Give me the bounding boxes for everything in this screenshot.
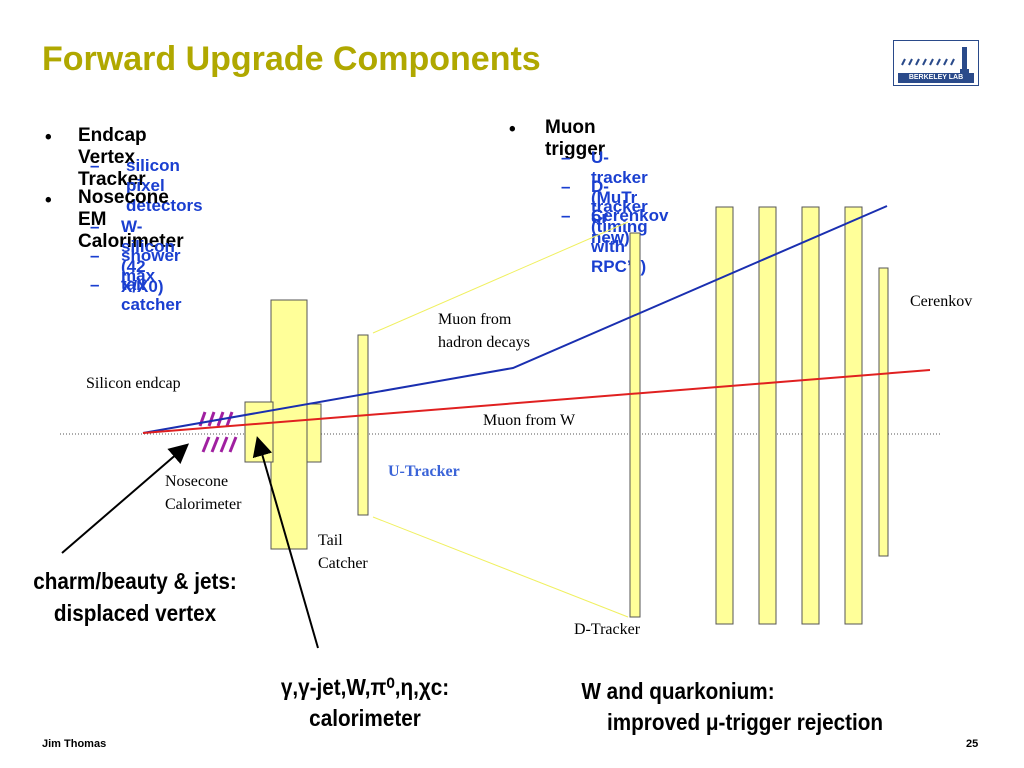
label-cerenkov: Cerenkov [910,293,973,310]
label-silicon-endcap: Silicon endcap [86,375,181,392]
muon-hadron-track [142,205,888,434]
dash-marker: – [561,206,571,225]
callout-w-line2: improved μ-trigger rejection [606,709,884,735]
u-tracker-plane [357,334,369,516]
logo-text: BERKELEY LAB [898,73,974,83]
page-title: Forward Upgrade Components [42,40,541,78]
d-tracker-plane-5 [844,206,863,625]
bullet-marker: • [45,190,52,211]
callout-gamma-line2: calorimeter [309,705,421,731]
d-tracker-plane-3 [758,206,777,625]
muon-w-track [142,369,931,434]
cerenkov-plane [878,267,889,557]
callout-w-line1: W and quarkonium: [581,678,775,704]
dash-marker: – [90,156,100,175]
dash-marker: – [561,148,571,167]
calorimeter-arrow [252,436,319,649]
sub-tail-catcher: tail catcher [121,275,182,314]
sub-u-tracker: U-tracker (MuTr or new) [591,148,648,247]
sub-shower-max: shower max [121,246,181,285]
callout-gamma-line1: γ,γ-jet,W,π⁰,η,χc: [280,674,450,700]
bullet-marker: • [509,119,516,140]
sub-d-tracker: D-tracker (timing with RPC’s) [591,177,648,276]
callout-charm-line1: charm/beauty & jets: [33,568,237,594]
label-nosecone-2: Calorimeter [165,496,242,513]
label-muon-w: Muon from W [483,412,576,429]
d-tracker-plane-4 [801,206,820,625]
bullet-endcap-vertex-tracker: Endcap Vertex Tracker [78,125,147,190]
callout-charm-line2: displaced vertex [53,600,217,626]
tail-catcher-block [270,299,308,550]
page-number: 25 [966,738,979,750]
logo-arcs-icon [901,47,969,73]
label-nosecone-1: Nosecone [165,473,229,490]
label-muon-hadron-1: Muon from [438,311,512,328]
bullet-marker: • [45,127,52,148]
label-tail-1: Tail [318,532,343,549]
bullet-nosecone-em: Nosecone EM Calorimeter [78,187,184,252]
dash-marker: – [90,217,100,236]
d-tracker-plane-1 [629,232,641,618]
dash-marker: – [90,246,100,265]
charm-arrow [61,443,190,554]
berkeley-lab-logo: BERKELEY LAB [893,40,979,86]
label-muon-hadron-2: hadron decays [438,334,530,351]
tail-catcher-small [306,403,322,463]
label-tail-2: Catcher [318,555,368,572]
sub-w-silicon: W-silicon (42 X/X0) [121,217,175,296]
label-u-tracker: U-Tracker [388,463,460,480]
d-tracker-plane-2 [715,206,734,625]
dash-marker: – [561,177,571,196]
bullet-muon-trigger: Muon trigger [545,117,606,160]
sub-silicon-pixel: silicon pixel detectors [126,156,203,215]
u-cone-upper [372,221,629,334]
sub-cerenkov: Cerenkov [591,206,669,225]
footer-author: Jim Thomas [42,738,107,750]
label-d-tracker: D-Tracker [574,621,641,638]
dash-marker: – [90,275,100,294]
u-cone-lower [372,516,629,618]
